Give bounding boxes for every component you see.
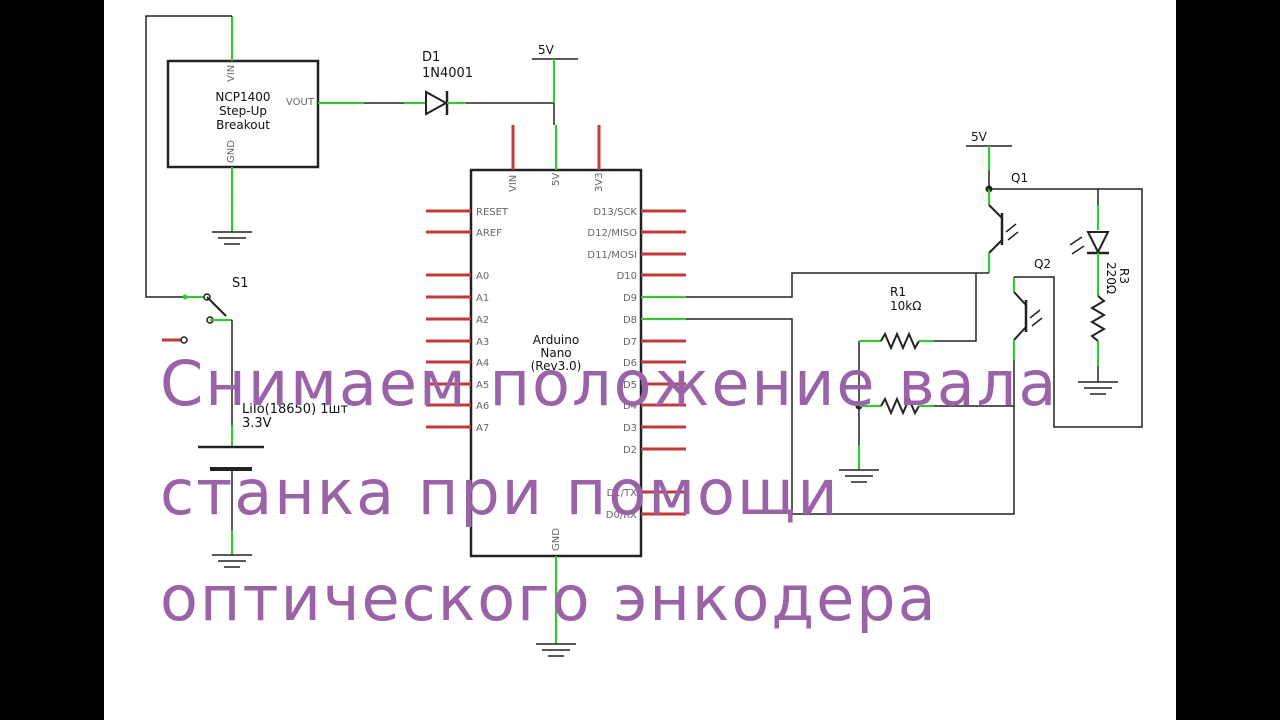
arduino-pin-vin: VIN <box>508 175 519 192</box>
q1-bus-wire <box>989 188 1143 428</box>
caption-line-2: станка при помощи <box>160 456 840 529</box>
battery: LiIo(18650) 1шт 3.3V <box>198 402 348 555</box>
resistor-r1: R1 10kΩ <box>858 285 934 406</box>
power-5v-right-label: 5V <box>971 130 988 144</box>
arduino-right-pins: D13/SCK D12/MISO D11/MOSI D10D9D8D7D6D5D4D3… <box>587 207 686 521</box>
power-5v-top: 5V <box>532 43 578 125</box>
arduino-right-pin-label: D10 <box>617 271 637 282</box>
stepup-pin-gnd: GND <box>226 140 237 163</box>
stepup-pin-vout: VOUT <box>286 97 315 108</box>
diode-d1: D1 1N4001 <box>364 50 554 116</box>
arduino-right-pin-label: D5 <box>623 380 637 391</box>
q2-ref: Q2 <box>1034 257 1051 271</box>
battery-voltage: 3.3V <box>242 416 272 431</box>
arduino-pin-3v3: 3V3 <box>594 172 605 192</box>
power-5v-right: 5V <box>966 130 1012 193</box>
arduino-right-pin-label: D8 <box>623 315 637 326</box>
arduino-label-3: (Rev3.0) <box>531 359 582 373</box>
arduino-right-pin-label: D13/SCK <box>593 207 637 218</box>
arduino-left-pin-label: AREF <box>476 228 502 239</box>
power-5v-top-label: 5V <box>538 43 555 57</box>
arduino-right-pin-label: D3 <box>623 423 637 434</box>
arduino-left-pin-label: A6 <box>476 401 489 412</box>
stepup-pin-vin: VIN <box>226 65 237 82</box>
stepup-label-1: NCP1400 <box>215 90 270 104</box>
caption-line-1: Снимаем положение вала <box>160 347 1059 420</box>
r1-ref: R1 <box>890 285 906 299</box>
ground-symbol-battery <box>212 554 252 568</box>
led-r3-branch: R3 220Ω <box>1069 189 1131 382</box>
r3-value: 220Ω <box>1104 262 1118 294</box>
arduino-right-pin-label: D6 <box>623 358 637 369</box>
diode-value: 1N4001 <box>422 66 473 81</box>
resistor-r2 <box>855 396 934 470</box>
arduino-right-pin-label: D0/RX <box>606 510 637 521</box>
stepup-label-3: Breakout <box>216 118 270 132</box>
battery-label: LiIo(18650) 1шт <box>242 402 348 417</box>
arduino-left-pin-label: A0 <box>476 271 489 282</box>
ground-symbol-led <box>1078 381 1118 395</box>
arduino-left-pin-label: A4 <box>476 358 489 369</box>
ground-symbol-resistors <box>839 469 879 483</box>
ground-symbol-arduino <box>536 643 576 657</box>
vin-loop-wire <box>145 15 232 298</box>
arduino-right-pin-label: D7 <box>623 337 637 348</box>
switch-ref: S1 <box>232 276 249 291</box>
arduino-pin-5v: 5V <box>551 173 562 186</box>
r3-ref: R3 <box>1117 268 1131 284</box>
arduino-label-2: Nano <box>540 346 571 360</box>
arduino-right-pin-label: D1/TX <box>607 488 638 499</box>
arduino-right-pin-label: D9 <box>623 293 637 304</box>
phototransistor-q1: Q1 <box>976 171 1028 274</box>
arduino-right-pin-label: D2 <box>623 445 637 456</box>
arduino-right-pin-label: D12/MISO <box>587 228 637 239</box>
arduino-right-pin-label: D11/MOSI <box>587 250 637 261</box>
caption-line-3: оптического энкодера <box>160 562 938 635</box>
arduino-left-pin-label: RESET <box>476 207 509 218</box>
ground-symbol-stepup <box>212 231 252 245</box>
arduino-label-1: Arduino <box>533 333 579 347</box>
arduino-left-pin-label: A3 <box>476 337 489 348</box>
q1-ref: Q1 <box>1011 171 1028 185</box>
arduino-right-pin-label: D4 <box>623 401 637 412</box>
arduino-left-pin-label: A5 <box>476 380 489 391</box>
stepup-module: NCP1400 Step-Up Breakout VIN VOUT GND <box>166 16 364 232</box>
stepup-label-2: Step-Up <box>219 104 267 118</box>
phototransistor-q2: Q2 <box>934 257 1051 407</box>
schematic-canvas: NCP1400 Step-Up Breakout VIN VOUT GND D1… <box>104 0 1176 720</box>
schematic: NCP1400 Step-Up Breakout VIN VOUT GND D1… <box>145 15 1143 657</box>
d9-wire <box>686 272 977 342</box>
arduino-left-pin-label: A7 <box>476 423 489 434</box>
arduino-pin-gnd: GND <box>551 528 562 551</box>
arduino-left-pin-label: A1 <box>476 293 489 304</box>
r1-value: 10kΩ <box>890 299 921 313</box>
switch-s1: S1 <box>162 276 249 447</box>
diode-ref: D1 <box>422 50 440 65</box>
d8-wire <box>686 318 1015 515</box>
arduino-left-pin-label: A2 <box>476 315 489 326</box>
